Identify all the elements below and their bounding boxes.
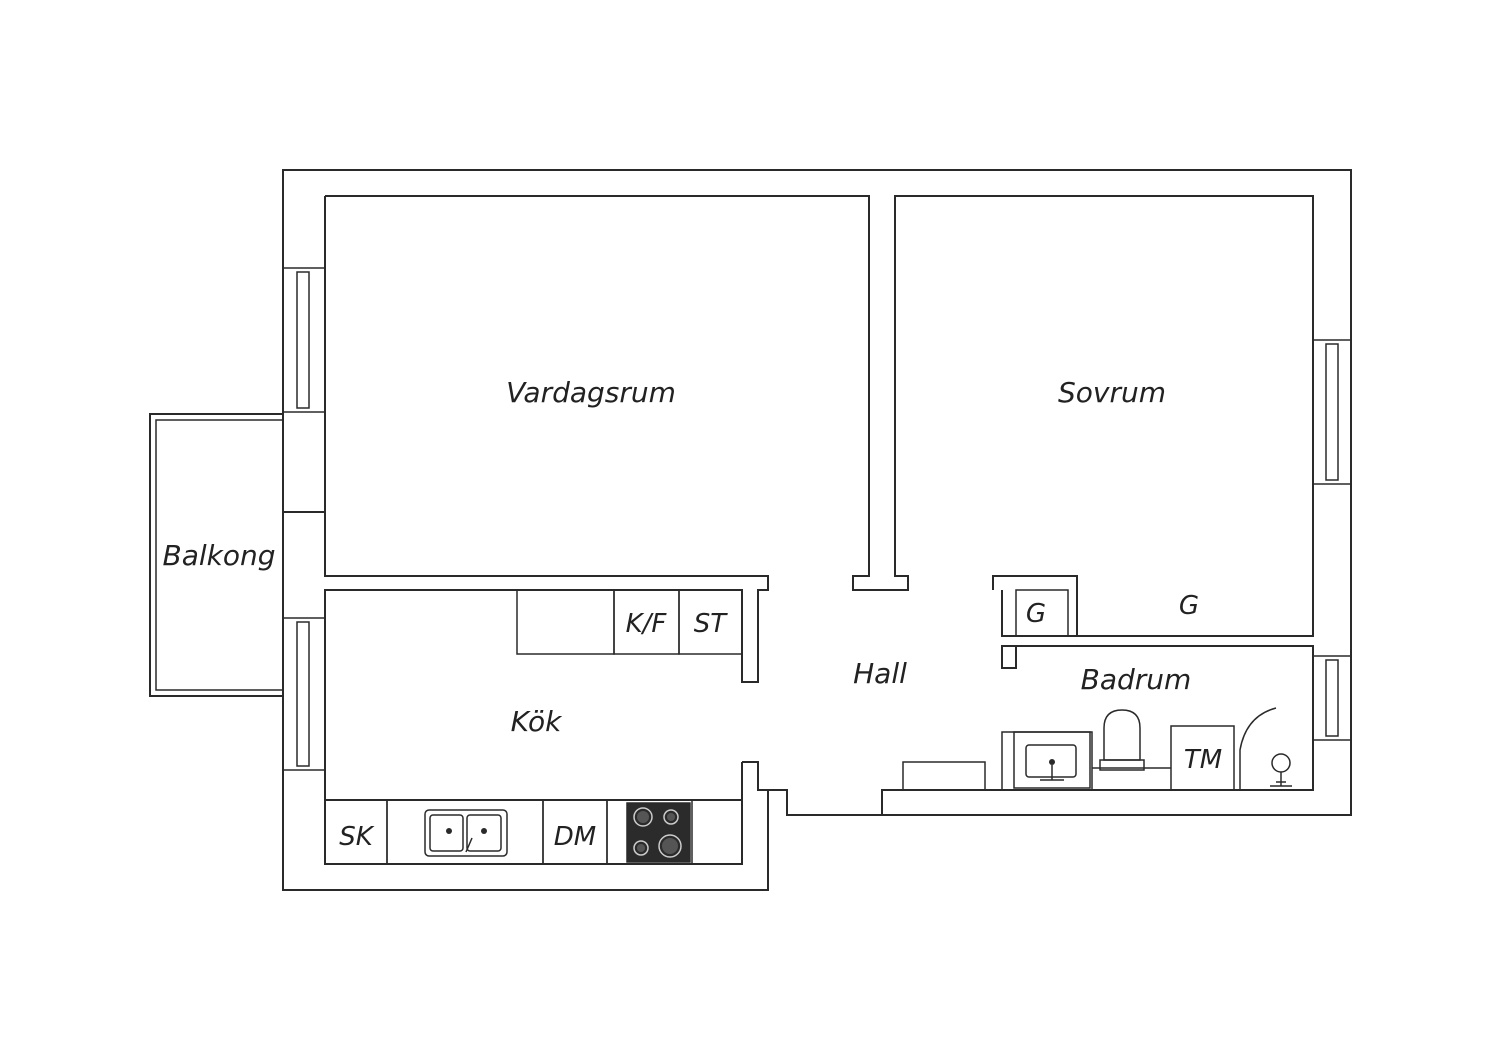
- living-room-walls: [283, 195, 1314, 800]
- washing-machine: [1170, 725, 1235, 791]
- fixture-labels: K/F ST G G TM SK DM: [339, 591, 1222, 852]
- exterior-walls: [282, 169, 1352, 891]
- label-sink-cabinet: SK: [339, 822, 375, 852]
- shower-icon: [1239, 707, 1292, 790]
- stove-icon: [626, 802, 691, 863]
- label-fridge-freezer: K/F: [626, 609, 668, 639]
- label-kitchen: Kök: [511, 705, 563, 738]
- label-living-room: Vardagsrum: [506, 376, 676, 409]
- hall-wardrobe: [1015, 589, 1069, 637]
- kitchen-sink-icon: [424, 809, 508, 857]
- windows: [282, 267, 1352, 771]
- balcony: [149, 413, 283, 697]
- label-storage-cabinet: ST: [694, 609, 729, 639]
- hall-bench: [902, 761, 986, 791]
- tall-cabinets: [516, 589, 743, 655]
- kitchen-counter: [324, 799, 693, 865]
- room-labels: Vardagsrum Sovrum Balkong Kök Hall Badru…: [162, 376, 1191, 738]
- label-balcony: Balkong: [162, 539, 275, 572]
- kitchen-walls: [324, 590, 1314, 865]
- label-bedroom: Sovrum: [1058, 376, 1166, 409]
- label-wardrobe-hall: G: [1026, 599, 1046, 629]
- label-hall: Hall: [853, 657, 907, 690]
- toilet-icon: [1092, 709, 1171, 771]
- label-bathroom: Badrum: [1081, 663, 1192, 696]
- label-washing-machine: TM: [1184, 745, 1222, 775]
- label-dishwasher: DM: [554, 822, 596, 852]
- label-wardrobe-bedroom: G: [1179, 591, 1199, 621]
- bathroom-basin-icon: [1001, 731, 1093, 791]
